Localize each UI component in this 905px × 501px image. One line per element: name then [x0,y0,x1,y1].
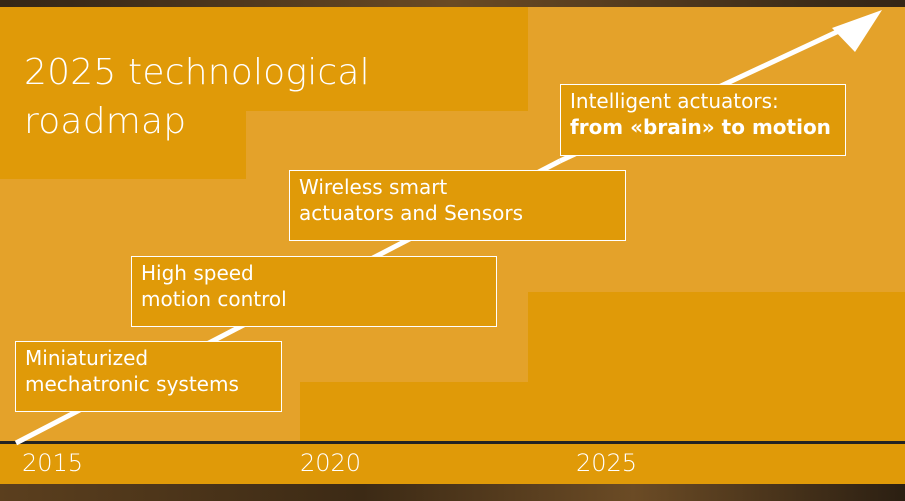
page-title: 2025 technological roadmap [24,48,404,146]
bottom-right-panel [528,292,905,441]
milestone-miniaturized: Miniaturized mechatronic systems [15,341,282,412]
milestone-line1: Miniaturized [25,346,149,370]
title-panel-tail [0,111,246,179]
year-2015: 2015 [22,449,84,477]
milestone-intelligent: Intelligent actuators: from «brain» to m… [560,84,846,156]
page-title-line1: 2025 technological [24,52,370,93]
milestone-line2: from «brain» to motion [570,115,831,139]
year-2020: 2020 [300,449,362,477]
milestone-line2: mechatronic systems [25,372,239,396]
bottom-mid-panel [300,382,528,441]
milestone-line2: actuators and Sensors [299,201,524,225]
roadmap-arrow-head [832,10,882,52]
milestone-line2: motion control [141,287,287,311]
title-panel [0,7,528,111]
timeline-baseline [0,441,905,444]
milestone-wireless: Wireless smart actuators and Sensors [289,170,626,241]
page-title-line2: roadmap [24,101,187,142]
milestone-line1: Wireless smart [299,175,448,199]
milestone-line1: High speed [141,261,254,285]
milestone-line1: Intelligent actuators: [570,89,779,113]
milestone-high-speed: High speed motion control [131,256,497,327]
year-2025: 2025 [576,449,638,477]
timeline-band [0,444,905,484]
